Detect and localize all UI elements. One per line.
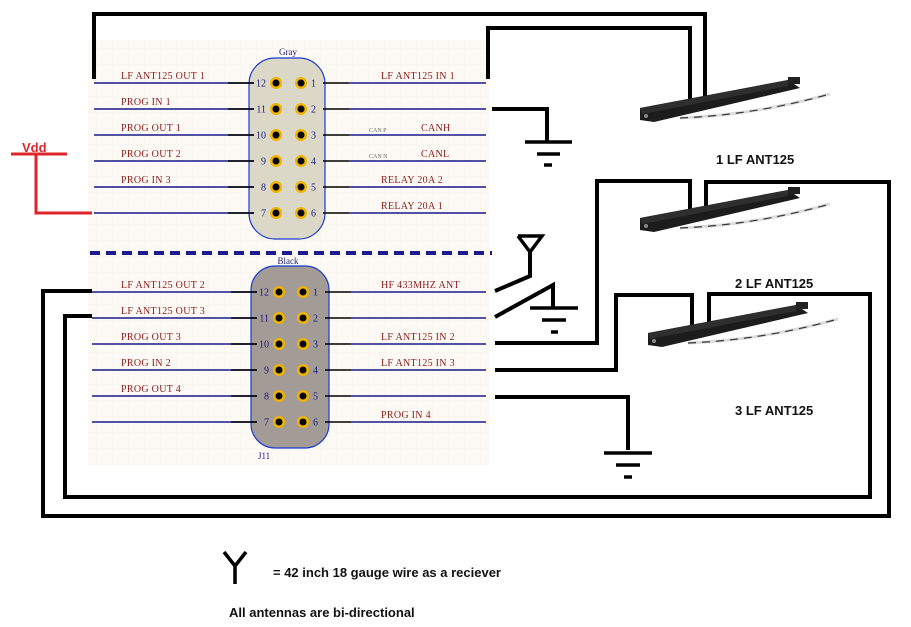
- gray-pin-number: 7: [261, 209, 266, 220]
- black-pin-number: 4: [313, 366, 318, 377]
- antenna-label: 1 LF ANT125: [716, 152, 794, 167]
- black-net-label: PROG IN 4: [381, 410, 431, 421]
- gray-net-label: PROG IN 1: [121, 97, 171, 108]
- gray-net-lines: LF ANT125 OUT 1 PROG IN 1 PROG OUT 1 PROG O…: [94, 71, 486, 214]
- gray-pin-number: 4: [311, 157, 316, 168]
- wire-gray-pin2-ground: [492, 107, 549, 142]
- black-connector-title: Black: [278, 256, 299, 266]
- vdd-wire: [34, 154, 92, 215]
- wire-hf-antenna: [494, 252, 532, 293]
- black-pin-number: 8: [264, 392, 269, 403]
- antenna-legend-icon: [222, 550, 248, 584]
- gray-pin-number: 2: [311, 105, 316, 116]
- gray-net-sublabel: CAN P: [369, 128, 387, 134]
- black-pin-number: 7: [264, 418, 269, 429]
- black-net-label: LF ANT125 IN 2: [381, 332, 455, 343]
- black-net-label: LF ANT125 OUT 2: [121, 280, 205, 291]
- black-net-label: PROG IN 2: [121, 358, 171, 369]
- wire-ant3-out: [63, 292, 872, 499]
- black-pin-number: 1: [313, 288, 318, 299]
- hf-antenna-icon: [516, 234, 546, 255]
- gray-net-label: PROG OUT 2: [121, 149, 181, 160]
- black-net-label: HF 433MHZ ANT: [381, 280, 460, 291]
- antenna-legend-text: = 42 inch 18 gauge wire as a reciever: [273, 565, 501, 580]
- antenna-label: 3 LF ANT125: [735, 403, 813, 418]
- vdd-label: Vdd: [22, 140, 47, 155]
- lf-antenna-module-3: 3 LF ANT125: [648, 302, 839, 418]
- gray-net-label: CANL: [421, 149, 449, 160]
- black-net-label: LF ANT125 OUT 3: [121, 306, 205, 317]
- gray-net-label: CANH: [421, 123, 451, 134]
- black-net-label: LF ANT125 IN 3: [381, 358, 455, 369]
- ground-icon: [530, 306, 578, 334]
- wire-ant3-in: [495, 293, 694, 372]
- gray-pin-number: 12: [256, 79, 266, 90]
- gray-net-label: LF ANT125 IN 1: [381, 71, 455, 82]
- black-pin-number: 10: [259, 340, 269, 351]
- gray-connector-title: Gray: [279, 47, 297, 57]
- black-pin-number: 12: [259, 288, 269, 299]
- gray-pin-number: 11: [256, 105, 266, 116]
- black-pin-number: 3: [313, 340, 318, 351]
- wire-black-pin5-ground: [495, 395, 630, 450]
- external-wiring: [41, 12, 891, 518]
- gray-net-label: PROG IN 3: [121, 175, 171, 186]
- gray-net-sublabel: CAN N: [369, 154, 388, 160]
- legend: = 42 inch 18 gauge wire as a reciever Al…: [222, 550, 501, 620]
- gray-pin-number: 10: [256, 131, 266, 142]
- wire-ant1-out: [92, 12, 707, 100]
- legend-note: All antennas are bi-directional: [229, 605, 415, 620]
- black-net-lines: LF ANT125 OUT 2 LF ANT125 OUT 3 PROG OUT 3…: [92, 280, 486, 423]
- lf-antenna-module-2: 2 LF ANT125: [640, 187, 831, 291]
- gray-pin-number: 5: [311, 183, 316, 194]
- black-pin-number: 5: [313, 392, 318, 403]
- ground-icon: [525, 140, 572, 167]
- ground-icon: [604, 451, 652, 479]
- gray-net-label: LF ANT125 OUT 1: [121, 71, 205, 82]
- gray-connector-body: [248, 57, 326, 240]
- black-pin-number: 2: [313, 314, 318, 325]
- wire-black-pin2-ground: [494, 281, 555, 319]
- gray-pin-number: 3: [311, 131, 316, 142]
- black-pin-number: 11: [259, 314, 269, 325]
- black-net-label: PROG OUT 3: [121, 332, 181, 343]
- black-net-label: PROG OUT 4: [121, 384, 181, 395]
- black-pin-number: 9: [264, 366, 269, 377]
- gray-pin-number: 6: [311, 209, 316, 220]
- gray-net-label: RELAY 20A 2: [381, 175, 443, 186]
- vdd-supply: Vdd: [11, 140, 92, 215]
- antenna-label: 2 LF ANT125: [735, 276, 813, 291]
- gray-pin-number: 9: [261, 157, 266, 168]
- gray-net-label: PROG OUT 1: [121, 123, 181, 134]
- black-connector-body: [250, 265, 330, 449]
- gray-pin-number: 8: [261, 183, 266, 194]
- connector-designator: J11: [258, 451, 270, 461]
- wire-ant2-in: [495, 179, 692, 345]
- gray-pin-number: 1: [311, 79, 316, 90]
- wire-ant1-in: [486, 26, 692, 100]
- gray-net-label: RELAY 20A 1: [381, 201, 443, 212]
- black-pin-number: 6: [313, 418, 318, 429]
- lf-antenna-module-1: 1 LF ANT125: [640, 77, 831, 167]
- wire-ant2-out: [41, 180, 891, 518]
